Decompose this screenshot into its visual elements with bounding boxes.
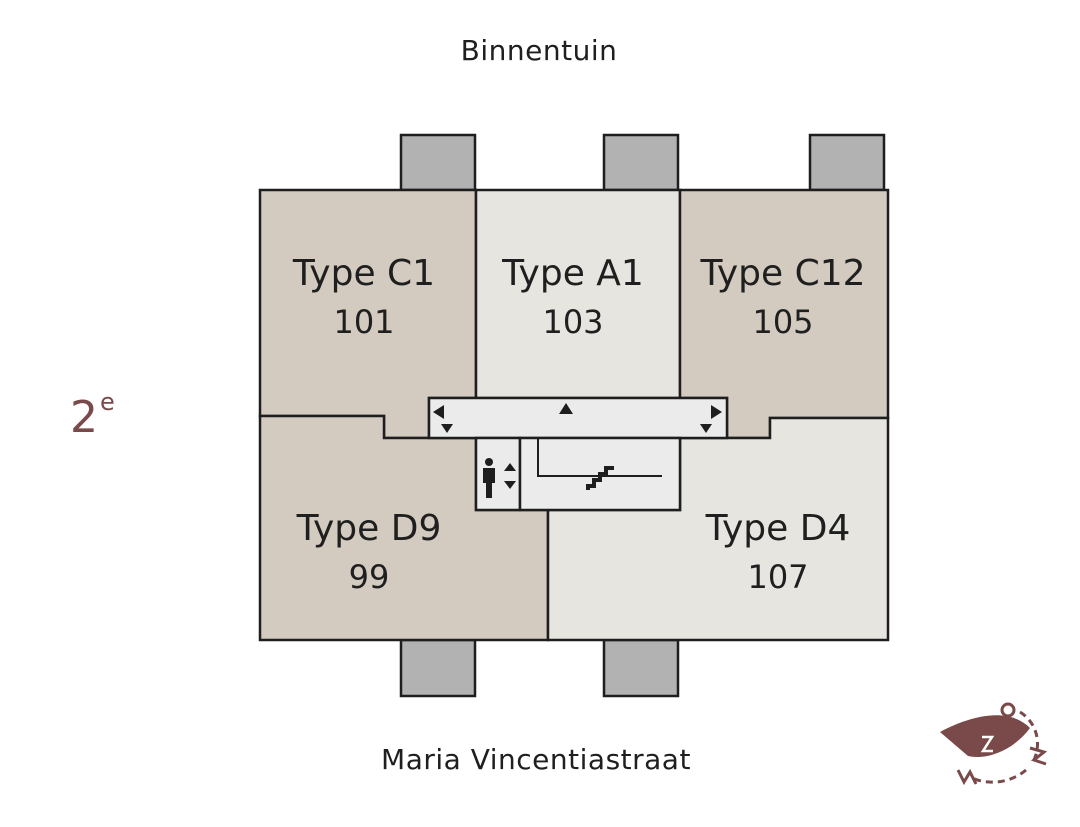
- stairs-icon: [586, 466, 614, 490]
- unit-type: Type C12: [700, 253, 866, 294]
- street-label-bottom: Maria Vincentiastraat: [381, 743, 691, 776]
- corridor: [427, 396, 729, 440]
- arrow-down-icon: [700, 424, 712, 433]
- unit-number: 101: [333, 303, 395, 341]
- stair-line: [537, 438, 662, 477]
- unit-number: 105: [752, 303, 814, 341]
- unit-type: Type D9: [296, 508, 442, 549]
- arrow-up-icon: [559, 403, 573, 414]
- unit-number: 99: [348, 558, 390, 596]
- unit-label-d4: Type D4 107: [706, 505, 851, 601]
- balcony: [399, 133, 477, 192]
- unit-number: 107: [747, 558, 809, 596]
- unit-number: 103: [542, 303, 604, 341]
- floor-number: 2: [70, 392, 98, 443]
- street-label-top: Binnentuin: [460, 34, 618, 67]
- floor-indicator: 2e: [70, 388, 115, 443]
- balcony: [808, 133, 886, 192]
- balcony: [602, 638, 680, 698]
- balcony: [602, 133, 680, 192]
- unit-type: Type D4: [705, 508, 851, 549]
- arrow-down-icon: [441, 424, 453, 433]
- arrow-right-icon: [711, 405, 722, 419]
- unit-type: Type C1: [292, 253, 436, 294]
- unit-label-d9: Type D9 99: [297, 505, 442, 601]
- unit-type: Type A1: [502, 253, 644, 294]
- unit-label-c1: Type C1 101: [293, 250, 435, 346]
- unit-label-c12: Type C12 105: [700, 250, 865, 346]
- elevator-icon: [483, 458, 516, 498]
- unit-label-a1: Type A1 103: [502, 250, 644, 346]
- lift-shaft: [474, 436, 522, 512]
- floor-suffix: e: [100, 388, 115, 416]
- balcony: [399, 638, 477, 698]
- arrow-left-icon: [433, 405, 444, 419]
- compass-icon: [940, 702, 1048, 786]
